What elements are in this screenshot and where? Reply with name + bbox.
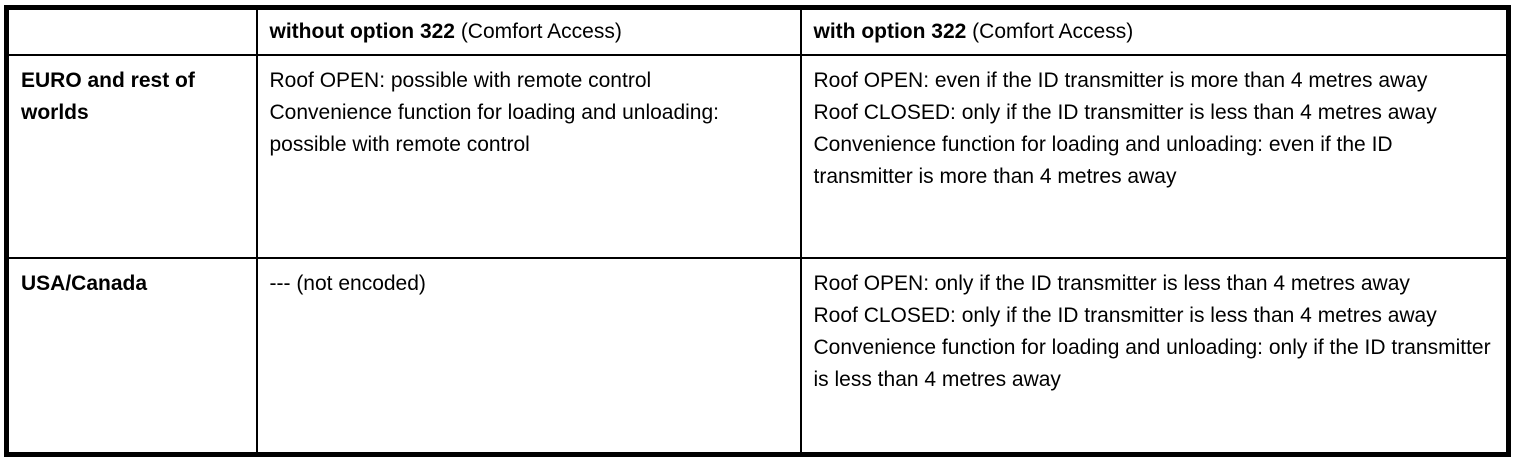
cell-text-line: Convenience function for loading and unl… — [269, 101, 720, 156]
cell-text-line: Roof CLOSED: only if the ID transmitter … — [813, 304, 1437, 327]
comfort-access-option-table: without option 322 (Comfort Access) with… — [4, 5, 1511, 457]
header-cell-without-option: without option 322 (Comfort Access) — [255, 6, 802, 56]
header-row: without option 322 (Comfort Access) with… — [5, 6, 1510, 56]
region-cell-usa-canada: USA/Canada — [5, 257, 258, 456]
without-option-cell-euro: Roof OPEN: possible with remote control … — [255, 54, 802, 259]
cell-text-line: Roof OPEN: possible with remote control — [269, 69, 652, 92]
header-without-option-rest: (Comfort Access) — [454, 20, 622, 43]
header-cell-region-empty — [5, 6, 258, 56]
header-without-option-bold: without option 322 — [269, 20, 455, 43]
with-option-cell-usa-canada: Roof OPEN: only if the ID transmitter is… — [799, 257, 1510, 456]
header-cell-with-option: with option 322 (Comfort Access) — [799, 6, 1510, 56]
table-row-usa-canada: USA/Canada --- (not encoded) Roof OPEN: … — [5, 257, 1510, 456]
table-row-euro: EURO and rest of worlds Roof OPEN: possi… — [5, 54, 1510, 259]
cell-text-line: Roof CLOSED: only if the ID transmitter … — [813, 101, 1437, 124]
header-with-option-bold: with option 322 — [813, 20, 967, 43]
cell-text-line: Roof OPEN: even if the ID transmitter is… — [813, 69, 1428, 92]
cell-text-line: Convenience function for loading and unl… — [813, 336, 1491, 391]
cell-text-line: Roof OPEN: only if the ID transmitter is… — [813, 272, 1410, 295]
without-option-cell-usa-canada: --- (not encoded) — [255, 257, 802, 456]
cell-text-line: --- (not encoded) — [269, 272, 426, 295]
cell-text-line: Convenience function for loading and unl… — [813, 133, 1393, 188]
header-with-option-rest: (Comfort Access) — [966, 20, 1134, 43]
document-page: without option 322 (Comfort Access) with… — [0, 5, 1520, 474]
with-option-cell-euro: Roof OPEN: even if the ID transmitter is… — [799, 54, 1510, 259]
region-cell-euro: EURO and rest of worlds — [5, 54, 258, 259]
